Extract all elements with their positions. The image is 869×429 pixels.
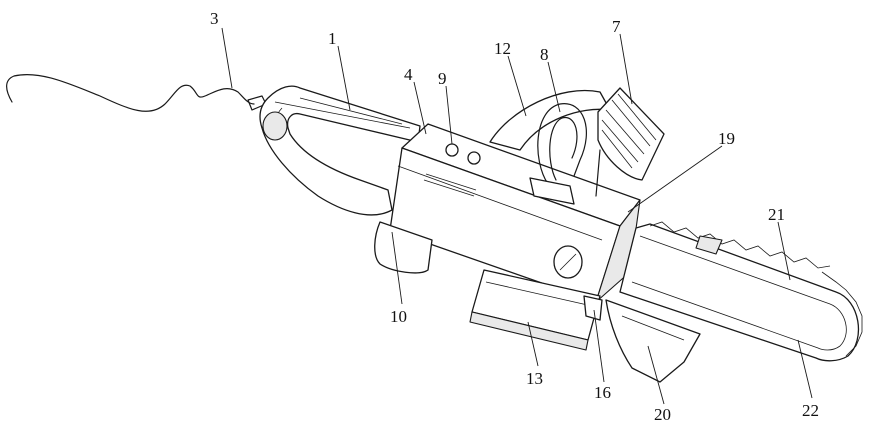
label-4: 4 bbox=[404, 65, 413, 84]
label-8: 8 bbox=[540, 45, 549, 64]
power-cord bbox=[7, 75, 254, 112]
label-19: 19 bbox=[718, 129, 735, 148]
main-housing bbox=[390, 124, 640, 302]
side-clip bbox=[584, 296, 602, 320]
label-16: 16 bbox=[594, 383, 611, 402]
label-21: 21 bbox=[768, 205, 785, 224]
label-22: 22 bbox=[802, 401, 819, 420]
label-12: 12 bbox=[494, 39, 511, 58]
label-3: 3 bbox=[210, 9, 219, 28]
leader-3 bbox=[222, 28, 232, 88]
top-pad bbox=[598, 88, 664, 180]
label-13: 13 bbox=[526, 369, 543, 388]
label-9: 9 bbox=[438, 69, 447, 88]
label-1: 1 bbox=[328, 29, 337, 48]
label-7: 7 bbox=[612, 17, 621, 36]
label-20: 20 bbox=[654, 405, 671, 424]
leader-16 bbox=[594, 310, 604, 382]
adjust-knob bbox=[554, 246, 582, 278]
leader-12 bbox=[508, 56, 526, 116]
label-10: 10 bbox=[390, 307, 407, 326]
